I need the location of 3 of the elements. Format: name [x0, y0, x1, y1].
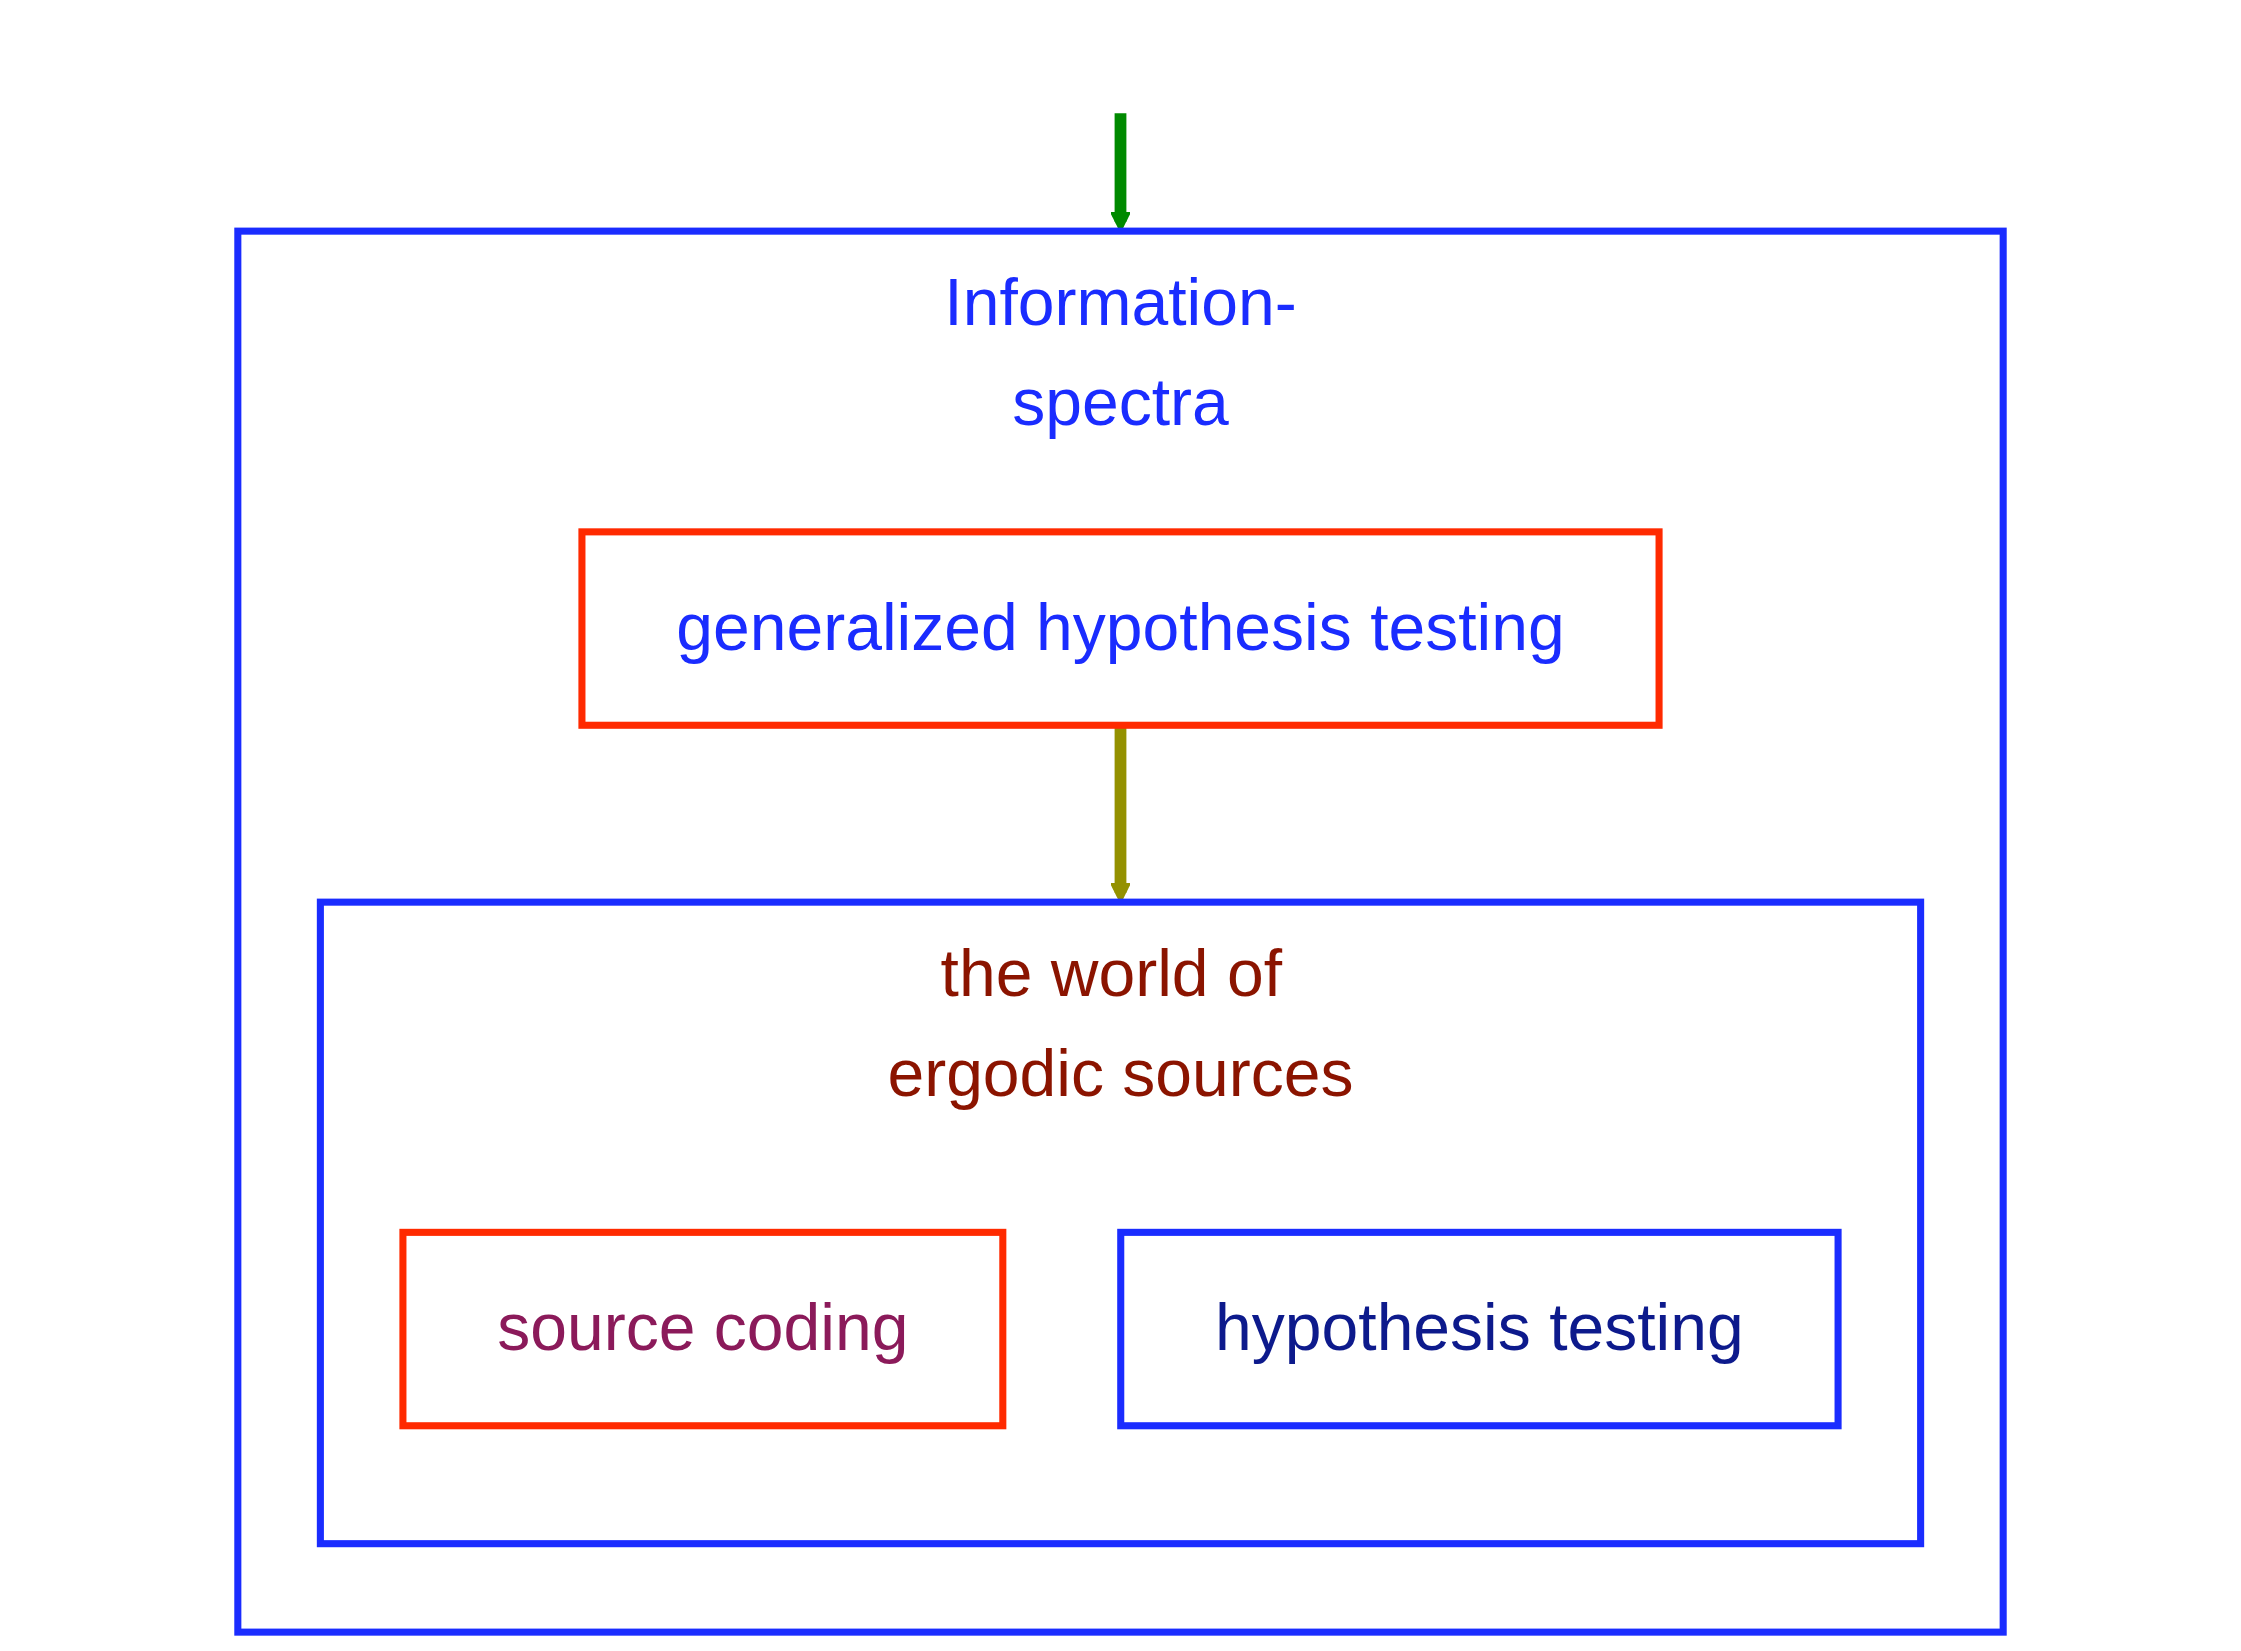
node-box: hypothesis testing: [1117, 1228, 1842, 1430]
node-box: generalized hypothesis testing: [578, 528, 1663, 729]
node-box: source coding: [399, 1228, 1007, 1430]
